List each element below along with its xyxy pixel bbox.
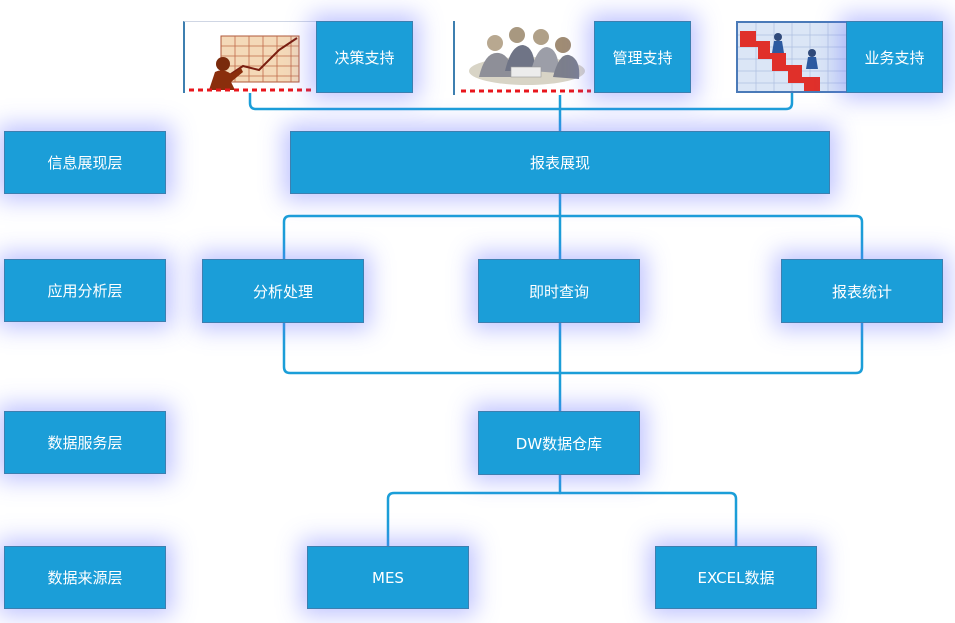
analysis-processing-box: 分析处理 [202,259,364,323]
layer-application-label: 应用分析层 [47,282,123,300]
excel-source-box: EXCEL数据 [655,546,817,609]
management-support-box: 管理支持 [594,21,691,93]
business-support-box: 业务支持 [846,21,943,93]
connector-top-bus [248,91,794,111]
layer-data-service-label: 数据服务层 [47,434,123,452]
instant-query-box: 即时查询 [478,259,640,323]
chart-presenter-illustration-icon [183,21,317,93]
report-display-label: 报表展现 [529,154,590,172]
report-stats-label: 报表统计 [831,282,892,301]
rising-stairs-illustration-icon [736,21,848,93]
excel-source-label: EXCEL数据 [697,569,775,587]
layer-data-source-label: 数据来源层 [47,569,123,587]
data-warehouse-label: DW数据仓库 [515,434,603,453]
mes-source-box: MES [307,546,469,609]
layer-data-source: 数据来源层 [4,546,166,609]
management-support-label: 管理支持 [612,48,673,67]
business-support-label: 业务支持 [864,48,925,67]
mes-source-label: MES [372,568,404,587]
report-display-box: 报表展现 [290,131,830,194]
layer-presentation: 信息展现层 [4,131,166,194]
data-warehouse-box: DW数据仓库 [478,411,640,475]
connector-analysis-bus-bottom [282,321,864,375]
connector-sources-bus [386,491,738,548]
meeting-group-illustration-icon [453,21,595,95]
connector-analysis-bus-top [282,214,864,261]
layer-application: 应用分析层 [4,259,166,322]
decision-support-label: 决策支持 [334,48,395,67]
report-stats-box: 报表统计 [781,259,943,323]
analysis-processing-label: 分析处理 [252,282,313,301]
instant-query-label: 即时查询 [528,282,589,301]
layer-data-service: 数据服务层 [4,411,166,474]
decision-support-box: 决策支持 [316,21,413,93]
layer-presentation-label: 信息展现层 [47,154,123,172]
